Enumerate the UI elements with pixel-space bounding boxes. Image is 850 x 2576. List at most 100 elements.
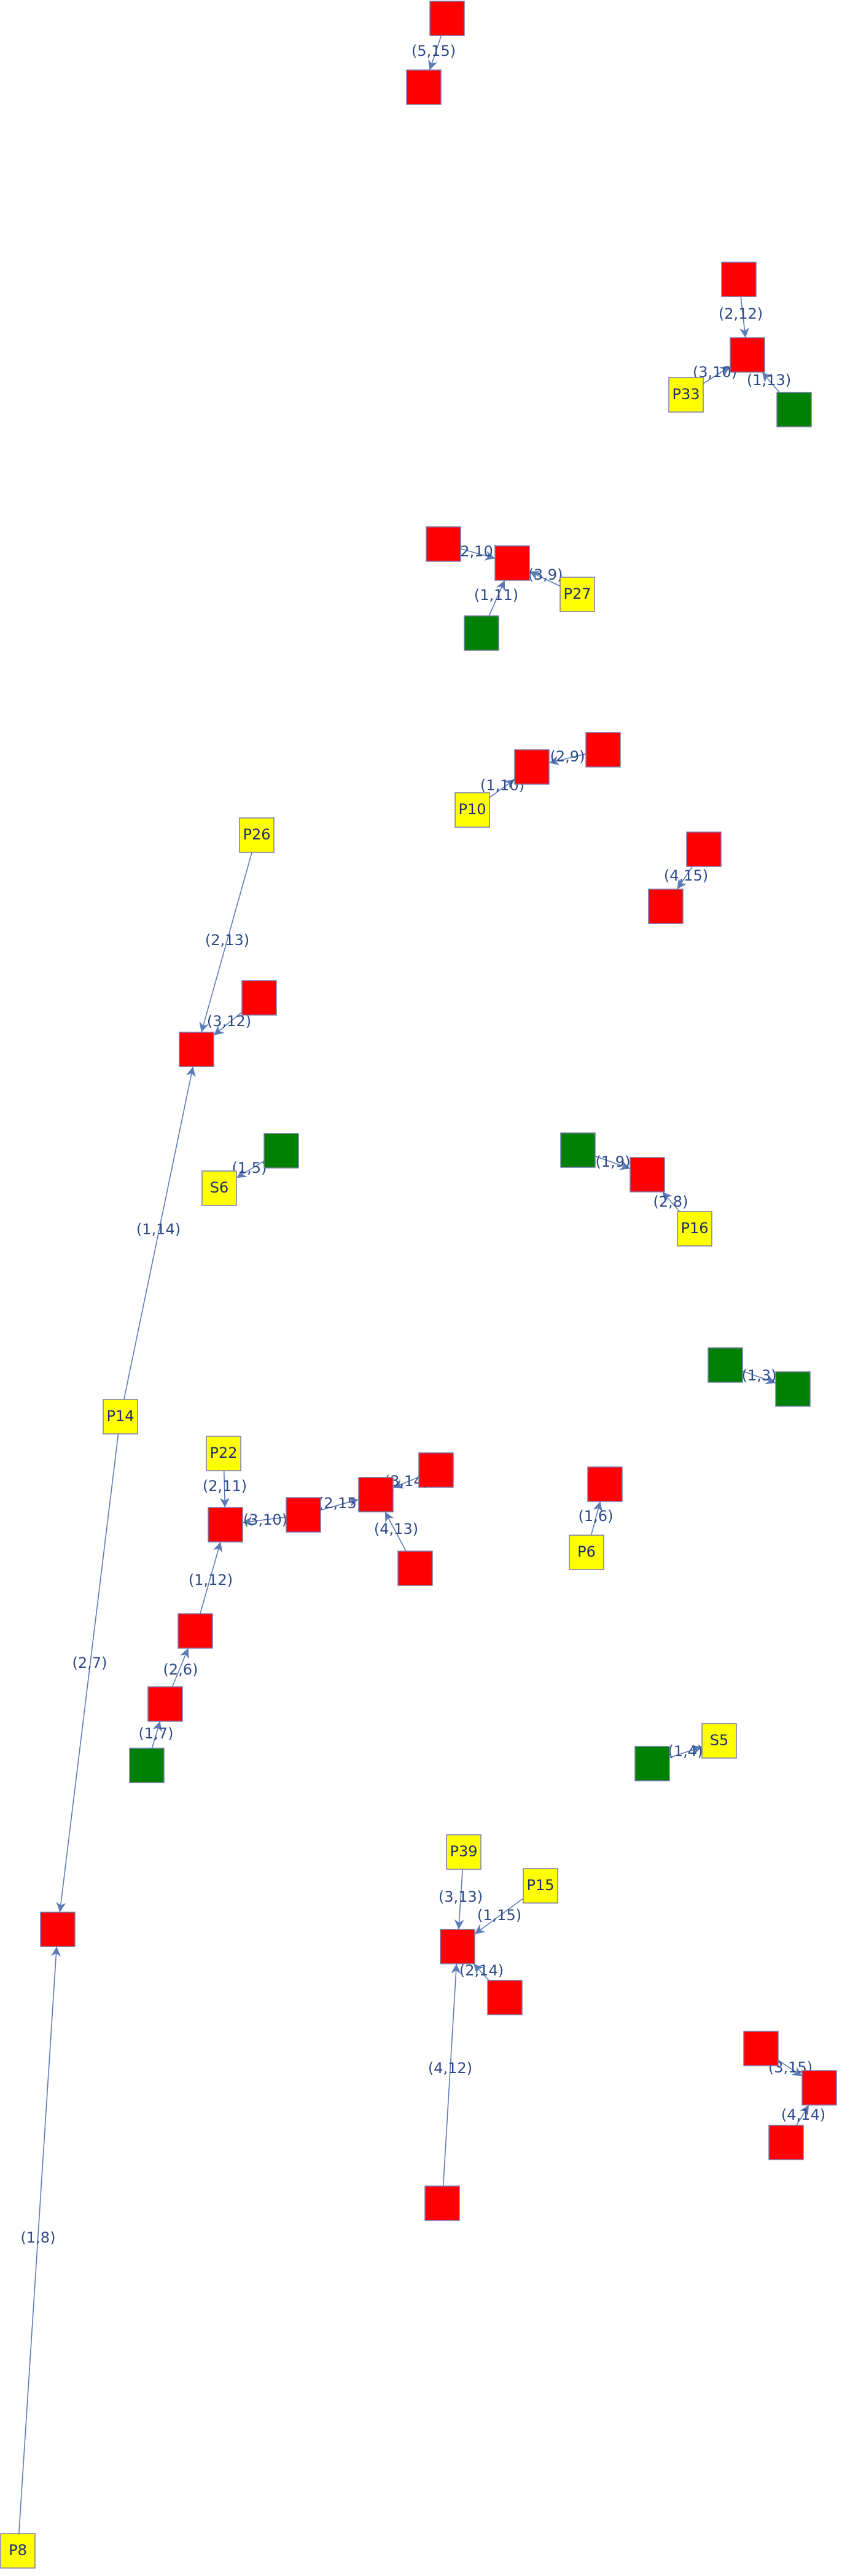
edge-P8-n30 (18, 1946, 61, 2534)
node-box (406, 69, 442, 105)
node-box (426, 526, 461, 562)
node-box (801, 2070, 837, 2106)
edge-n14-n13 (213, 1011, 243, 1036)
edge-n35-n31 (442, 1963, 461, 2187)
node-box (668, 377, 704, 413)
edge-label: (2,6) (163, 1661, 198, 1678)
node-P22: P22 (206, 1436, 241, 1471)
edge-label: (1,5) (232, 1159, 267, 1177)
edge-n32-n31 (473, 1963, 489, 1981)
edge-P15-n31 (474, 1897, 524, 1935)
edge-label: (1,4) (668, 1743, 703, 1760)
edge-label: (2,10) (454, 543, 499, 560)
node-label: S6 (210, 1179, 229, 1196)
node-box (686, 831, 722, 867)
node-box (446, 1834, 482, 1870)
node-box (241, 980, 277, 1016)
edge-P6-n25 (590, 1501, 602, 1536)
edge-n16-n17 (595, 1156, 631, 1170)
node-box (585, 732, 621, 768)
node-box (560, 577, 595, 612)
node-n11 (648, 889, 684, 924)
node-box (569, 1535, 604, 1570)
node-box (677, 1211, 712, 1247)
edge-label: (5,15) (411, 42, 456, 60)
edge-P26-n13 (199, 852, 252, 1033)
edge-label: (4,12) (428, 2060, 472, 2077)
edge-label: (1,14) (136, 1221, 181, 1238)
node-label: P39 (450, 1843, 477, 1860)
node-n5 (776, 392, 812, 427)
node-P16: P16 (677, 1211, 712, 1247)
node-n36 (768, 2125, 804, 2160)
node-n32 (487, 1980, 523, 2015)
edge-P27-n7 (529, 570, 561, 587)
node-n12 (686, 831, 722, 867)
node-n2 (406, 69, 442, 105)
node-box (103, 1399, 138, 1434)
node-box (418, 1452, 454, 1488)
edge-label: (2,9) (550, 748, 585, 765)
node-box (40, 1912, 76, 1947)
edge-n6-n7 (460, 548, 496, 561)
node-box (494, 545, 530, 581)
edge-n18-n19 (742, 1371, 776, 1385)
edge-n9-n10 (548, 753, 587, 766)
node-n1 (429, 1, 465, 36)
node-box (743, 2031, 779, 2066)
node-box (208, 1507, 243, 1543)
edge-n22-n23 (242, 1516, 287, 1527)
node-S6: S6 (201, 1170, 237, 1206)
node-label: P14 (106, 1407, 134, 1425)
node-box (358, 1477, 394, 1512)
node-n20 (418, 1452, 454, 1488)
node-box (286, 1497, 321, 1533)
edge-labels-layer: (5,15)(2,12)(3,10)(1,13)(2,10)(3,9)(1,11… (21, 42, 826, 2246)
edge-n28-n29 (151, 1721, 162, 1749)
edge-n5-n4 (762, 372, 780, 393)
edge-label: (3,10) (243, 1511, 287, 1528)
node-box (514, 749, 550, 785)
edge-label: (2,15) (318, 1495, 362, 1512)
node-n6 (426, 526, 461, 562)
node-n27 (634, 1746, 670, 1781)
edge-n12-n11 (677, 866, 693, 890)
node-label: P10 (458, 801, 486, 818)
edge-label: (2,7) (72, 1654, 107, 1671)
node-box (263, 1133, 299, 1169)
edge-P14-n13 (123, 1066, 196, 1400)
edge-label: (2,13) (205, 932, 249, 949)
node-n31 (440, 1929, 475, 1964)
edge-P39-n31 (454, 1869, 464, 1930)
node-n30 (40, 1912, 76, 1947)
edge-P22-n23 (219, 1470, 230, 1508)
node-n23 (208, 1507, 243, 1543)
edge-n33-n34 (778, 2060, 803, 2077)
node-n15 (263, 1133, 299, 1169)
node-P6: P6 (569, 1535, 604, 1570)
node-n34 (801, 2070, 837, 2106)
node-n26 (177, 1613, 213, 1649)
node-n35 (424, 2185, 460, 2221)
edge-n20-n21 (392, 1476, 419, 1488)
edge-n3-n4 (739, 296, 749, 338)
node-box (397, 1551, 433, 1586)
edge-label: (3,9) (528, 566, 563, 583)
edge-P10-n10 (489, 779, 515, 798)
node-P15: P15 (523, 1868, 558, 1904)
node-n3 (721, 262, 757, 297)
edge-label: (1,3) (742, 1367, 777, 1384)
node-box (429, 1, 465, 36)
node-n7 (494, 545, 530, 581)
node-n8 (464, 615, 499, 651)
edge-label: (2,8) (653, 1193, 688, 1210)
node-box (768, 2125, 804, 2160)
node-box (721, 262, 757, 297)
node-box (147, 1686, 183, 1722)
node-n19 (775, 1371, 811, 1407)
node-box (523, 1868, 558, 1904)
node-box (464, 615, 499, 651)
node-box (487, 1980, 523, 2015)
node-P14: P14 (103, 1399, 138, 1434)
node-n14 (241, 980, 277, 1016)
